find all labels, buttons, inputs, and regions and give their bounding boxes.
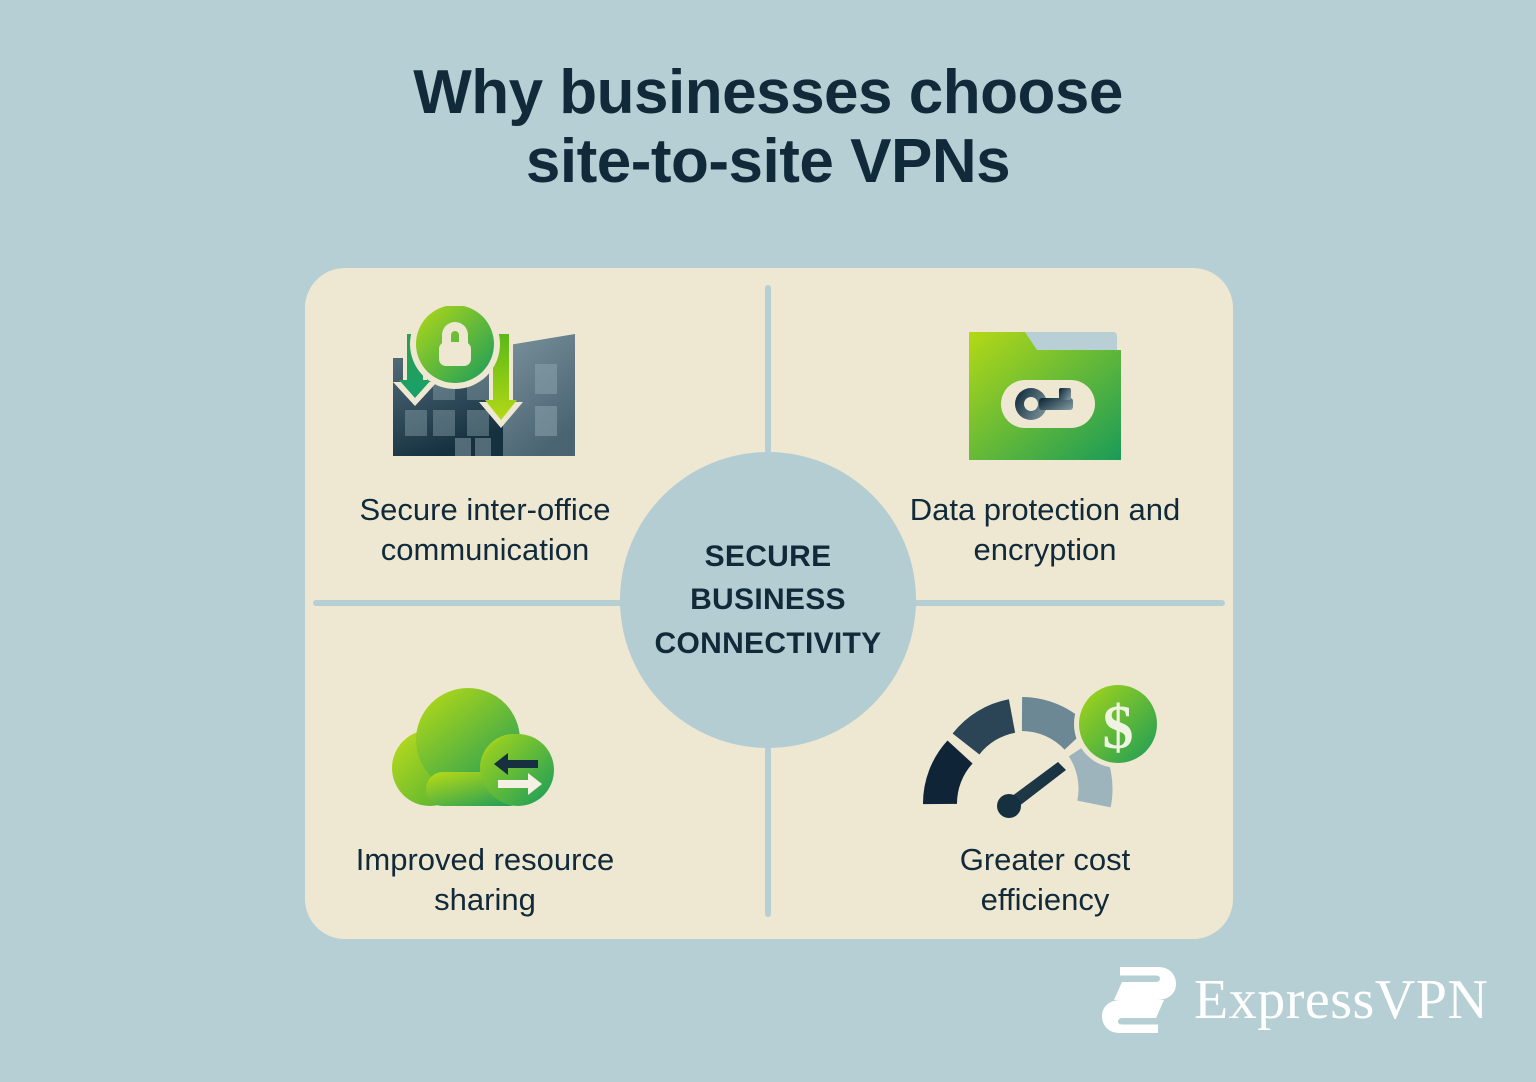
quadrant-label-line-2: encryption [973,532,1117,568]
quadrant-greater-cost-efficiency: $ Greater cost efficiency [825,650,1265,921]
quadrant-label: Secure inter-office communication [360,490,611,571]
icon-container [385,300,585,476]
icon-container: $ [920,650,1170,826]
center-hub-line-2: BUSINESS [690,583,846,617]
quadrant-improved-resource-sharing: Improved resource sharing [265,650,705,921]
icon-container [390,650,580,826]
cloud-with-exchange-arrows-icon [392,688,554,806]
expressvpn-logo: ExpressVPN [1100,963,1488,1037]
gauge-with-dollar-icon: $ [923,680,1162,818]
buildings-with-lock-icon [393,306,575,456]
quadrant-label-line-1: Greater cost [959,842,1131,877]
quadrant-label: Improved resource sharing [356,840,614,921]
center-hub-line-3: CONNECTIVITY [654,626,882,660]
page-title: Why businesses choose site-to-site VPNs [0,58,1536,197]
expressvpn-e-mark-icon [1102,967,1176,1033]
svg-text:$: $ [1103,694,1134,762]
expressvpn-wordmark: ExpressVPN [1194,969,1489,1031]
quadrant-label: Data protection and encryption [910,490,1181,571]
quadrant-label: Greater cost efficiency [960,840,1131,921]
folder-with-key-icon [969,332,1121,460]
quadrant-data-protection-and-encryption: Data protection and encryption [825,300,1265,571]
page-title-line-2: site-to-site VPNs [525,127,1011,197]
quadrant-label-line-2: communication [380,532,590,568]
quadrant-label-line-1: Secure inter-office [359,492,611,527]
icon-container [955,300,1135,476]
page-title-line-1: Why businesses choose [413,58,1123,127]
center-hub: SECURE BUSINESS CONNECTIVITY [620,452,916,748]
quadrant-label-line-2: sharing [434,882,536,918]
quadrant-label-line-2: efficiency [980,882,1110,918]
quadrant-secure-inter-office-communication: Secure inter-office communication [265,300,705,571]
center-hub-line-1: SECURE [704,539,832,573]
center-hub-text: SECURE BUSINESS CONNECTIVITY [655,535,882,666]
quadrant-label-line-1: Data protection and [909,492,1181,527]
quadrant-label-line-1: Improved resource [355,842,615,877]
